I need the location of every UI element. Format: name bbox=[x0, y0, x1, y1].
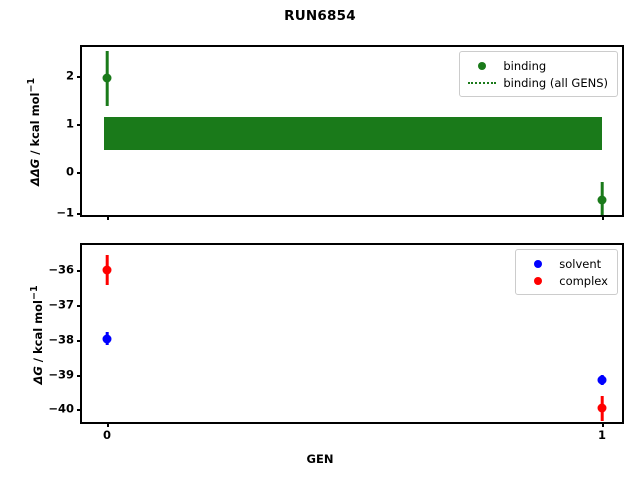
tick-mark bbox=[77, 172, 82, 175]
legend-item-binding[interactable]: binding bbox=[467, 57, 608, 74]
bottom-ylabel-rest: / kcal mol bbox=[30, 299, 45, 367]
solvent-dot-icon bbox=[523, 259, 553, 268]
top-ytick-label-1: 1 bbox=[65, 116, 74, 131]
top-ylabel-sup: −1 bbox=[26, 77, 38, 93]
top-xtick-0 bbox=[107, 215, 110, 220]
tick-mark bbox=[77, 340, 82, 343]
binding-marker-gen1 bbox=[597, 195, 607, 205]
top-ytick-label-0: 0 bbox=[65, 164, 74, 179]
binding-marker-gen0 bbox=[102, 73, 112, 83]
bottom-xtick-label-1: 1 bbox=[597, 428, 607, 442]
tick-mark bbox=[77, 409, 82, 412]
top-ytick-label-2: 2 bbox=[65, 68, 74, 83]
tick-mark bbox=[77, 305, 82, 308]
x-axis-label: GEN bbox=[306, 452, 334, 466]
complex-marker-gen1 bbox=[597, 403, 607, 413]
bottom-ylabel: ΔG / kcal mol−1 bbox=[29, 260, 45, 410]
top-xtick-1 bbox=[602, 215, 605, 220]
bottom-xtick-1 bbox=[602, 422, 605, 427]
legend-item-complex[interactable]: complex bbox=[523, 272, 608, 289]
bottom-ytick-label-neg36: −36 bbox=[48, 262, 74, 277]
legend-item-binding-all-gens[interactable]: binding (all GENS) bbox=[467, 74, 608, 91]
top-ytick-label-neg1: −1 bbox=[56, 205, 74, 220]
top-plot-axes: 2 1 0 −1 bbox=[56, 45, 624, 220]
top-ylabel: ΔΔG / kcal mol−1 bbox=[26, 57, 42, 207]
bottom-ytick-label-neg37: −37 bbox=[48, 297, 74, 312]
tick-mark bbox=[77, 213, 82, 216]
bottom-xtick-0 bbox=[107, 422, 110, 427]
top-ylabel-delta: ΔΔG bbox=[27, 158, 42, 187]
tick-mark bbox=[77, 124, 82, 127]
bottom-ytick-label-neg39: −39 bbox=[48, 367, 74, 382]
solvent-marker-gen0 bbox=[102, 334, 112, 344]
complex-dot-icon bbox=[523, 276, 553, 285]
binding-dot-icon bbox=[467, 61, 497, 70]
tick-mark bbox=[77, 76, 82, 79]
figure-title: RUN6854 bbox=[284, 8, 356, 24]
bottom-ytick-label-neg40: −40 bbox=[48, 401, 74, 416]
bottom-plot-area bbox=[82, 245, 622, 422]
solvent-marker-gen1 bbox=[597, 375, 607, 385]
bottom-ylabel-sup: −1 bbox=[29, 285, 41, 300]
tick-mark bbox=[77, 375, 82, 378]
legend-label-binding: binding bbox=[503, 58, 547, 73]
legend-label-complex: complex bbox=[559, 273, 608, 288]
tick-mark bbox=[77, 270, 82, 273]
bottom-plot-axes: −36 −37 −38 −39 −40 0 1 bbox=[48, 243, 624, 441]
bottom-plot-legend[interactable]: solvent complex bbox=[515, 249, 618, 295]
top-plot-legend[interactable]: binding binding (all GENS) bbox=[459, 51, 618, 97]
legend-item-solvent[interactable]: solvent bbox=[523, 255, 608, 272]
bottom-ytick-label-neg38: −38 bbox=[48, 332, 74, 347]
complex-marker-gen0 bbox=[102, 265, 112, 275]
dotted-line-icon bbox=[467, 81, 497, 84]
bottom-xtick-label-0: 0 bbox=[102, 428, 112, 442]
legend-label-solvent: solvent bbox=[559, 256, 602, 271]
top-plot-area bbox=[82, 47, 622, 215]
bottom-ylabel-delta: ΔG bbox=[30, 366, 45, 385]
legend-label-binding-all-gens: binding (all GENS) bbox=[503, 75, 608, 90]
top-ylabel-rest: / kcal mol bbox=[27, 92, 42, 159]
binding-all-gens-band bbox=[104, 117, 602, 150]
